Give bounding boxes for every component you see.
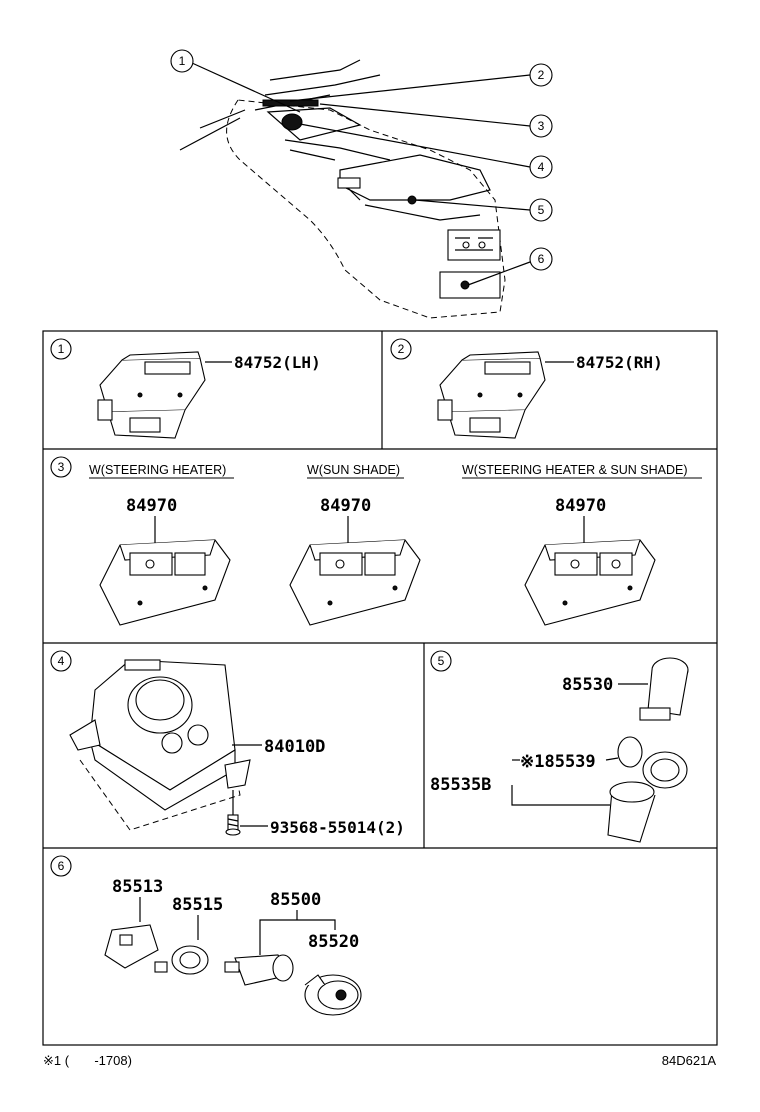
svg-text:4: 4 — [538, 160, 545, 174]
svg-text:6: 6 — [58, 859, 65, 873]
svg-text:5: 5 — [538, 203, 545, 217]
panel-1: 1 84752(LH) — [50, 338, 321, 439]
svg-text:1: 1 — [58, 342, 65, 356]
part-label-85513: 85513 — [112, 877, 163, 897]
svg-text:3: 3 — [58, 460, 65, 474]
part-label-85520: 85520 — [308, 932, 359, 952]
seat-switch-rh — [437, 351, 546, 439]
svg-text:1: 1 — [179, 54, 186, 68]
caption-steering-heater-sun-shade: W(STEERING HEATER & SUN SHADE) — [462, 463, 687, 477]
callout-3: 3 — [529, 114, 553, 138]
cigarette-lighter-knob — [304, 974, 362, 1016]
svg-text:2: 2 — [538, 68, 545, 82]
switch-variant-steering-heater-sun-shade: W(STEERING HEATER & SUN SHADE) 84970 — [462, 463, 702, 626]
part-label-84752-rh: 84752(RH) — [576, 353, 663, 372]
panel-4: 4 84010D 93568-55014(2) — [50, 650, 405, 837]
panel-grid — [42, 330, 718, 1046]
socket-cap — [639, 657, 689, 721]
part-label-93568-55014: 93568-55014(2) — [270, 818, 405, 837]
callout-6: 6 — [529, 247, 553, 271]
remote-touch-controller — [69, 659, 251, 831]
lighter-socket — [224, 954, 294, 986]
part-label-84970-b: 84970 — [320, 496, 371, 516]
svg-text:3: 3 — [538, 119, 545, 133]
callout-1: 1 — [170, 49, 194, 73]
callout-2: 2 — [529, 63, 553, 87]
seat-switch-lh — [97, 351, 206, 439]
lighter-retainer — [154, 945, 209, 975]
panel-2: 2 84752(RH) — [390, 338, 663, 439]
part-label-85539: ※185539 — [520, 752, 596, 772]
svg-text:6: 6 — [538, 252, 545, 266]
panel-3: 3 W(STEERING HEATER) 84970 W(SUN SHADE) … — [50, 456, 702, 626]
diagram-code: 84D621A — [662, 1053, 717, 1068]
screw — [225, 790, 241, 836]
part-label-85500: 85500 — [270, 890, 321, 910]
switch-variant-steering-heater: W(STEERING HEATER) 84970 — [89, 463, 234, 626]
socket-lid — [617, 736, 643, 768]
part-label-85515: 85515 — [172, 895, 223, 915]
socket-housing — [607, 751, 688, 843]
panel-6: 6 85513 85515 85500 85520 — [50, 855, 362, 1016]
console-overview: 1 2 3 4 5 6 — [170, 49, 553, 319]
part-label-84970-c: 84970 — [555, 496, 606, 516]
callout-4: 4 — [529, 155, 553, 179]
svg-text:4: 4 — [58, 654, 65, 668]
footnote: ※1 ( -1708) — [43, 1053, 132, 1068]
switch-variant-sun-shade: W(SUN SHADE) 84970 — [289, 463, 421, 626]
callout-5: 5 — [529, 198, 553, 222]
caption-steering-heater: W(STEERING HEATER) — [89, 463, 226, 477]
part-label-84010d: 84010D — [264, 737, 325, 757]
part-label-84970-a: 84970 — [126, 496, 177, 516]
svg-text:5: 5 — [438, 654, 445, 668]
cigarette-lighter-ring — [104, 924, 159, 969]
part-label-85535b: 85535B — [430, 775, 491, 795]
panel-5: 5 85530 ※185539 85535B — [430, 650, 689, 843]
svg-text:2: 2 — [398, 342, 405, 356]
part-label-84752-lh: 84752(LH) — [234, 353, 321, 372]
caption-sun-shade: W(SUN SHADE) — [307, 463, 400, 477]
part-label-85530: 85530 — [562, 675, 613, 695]
